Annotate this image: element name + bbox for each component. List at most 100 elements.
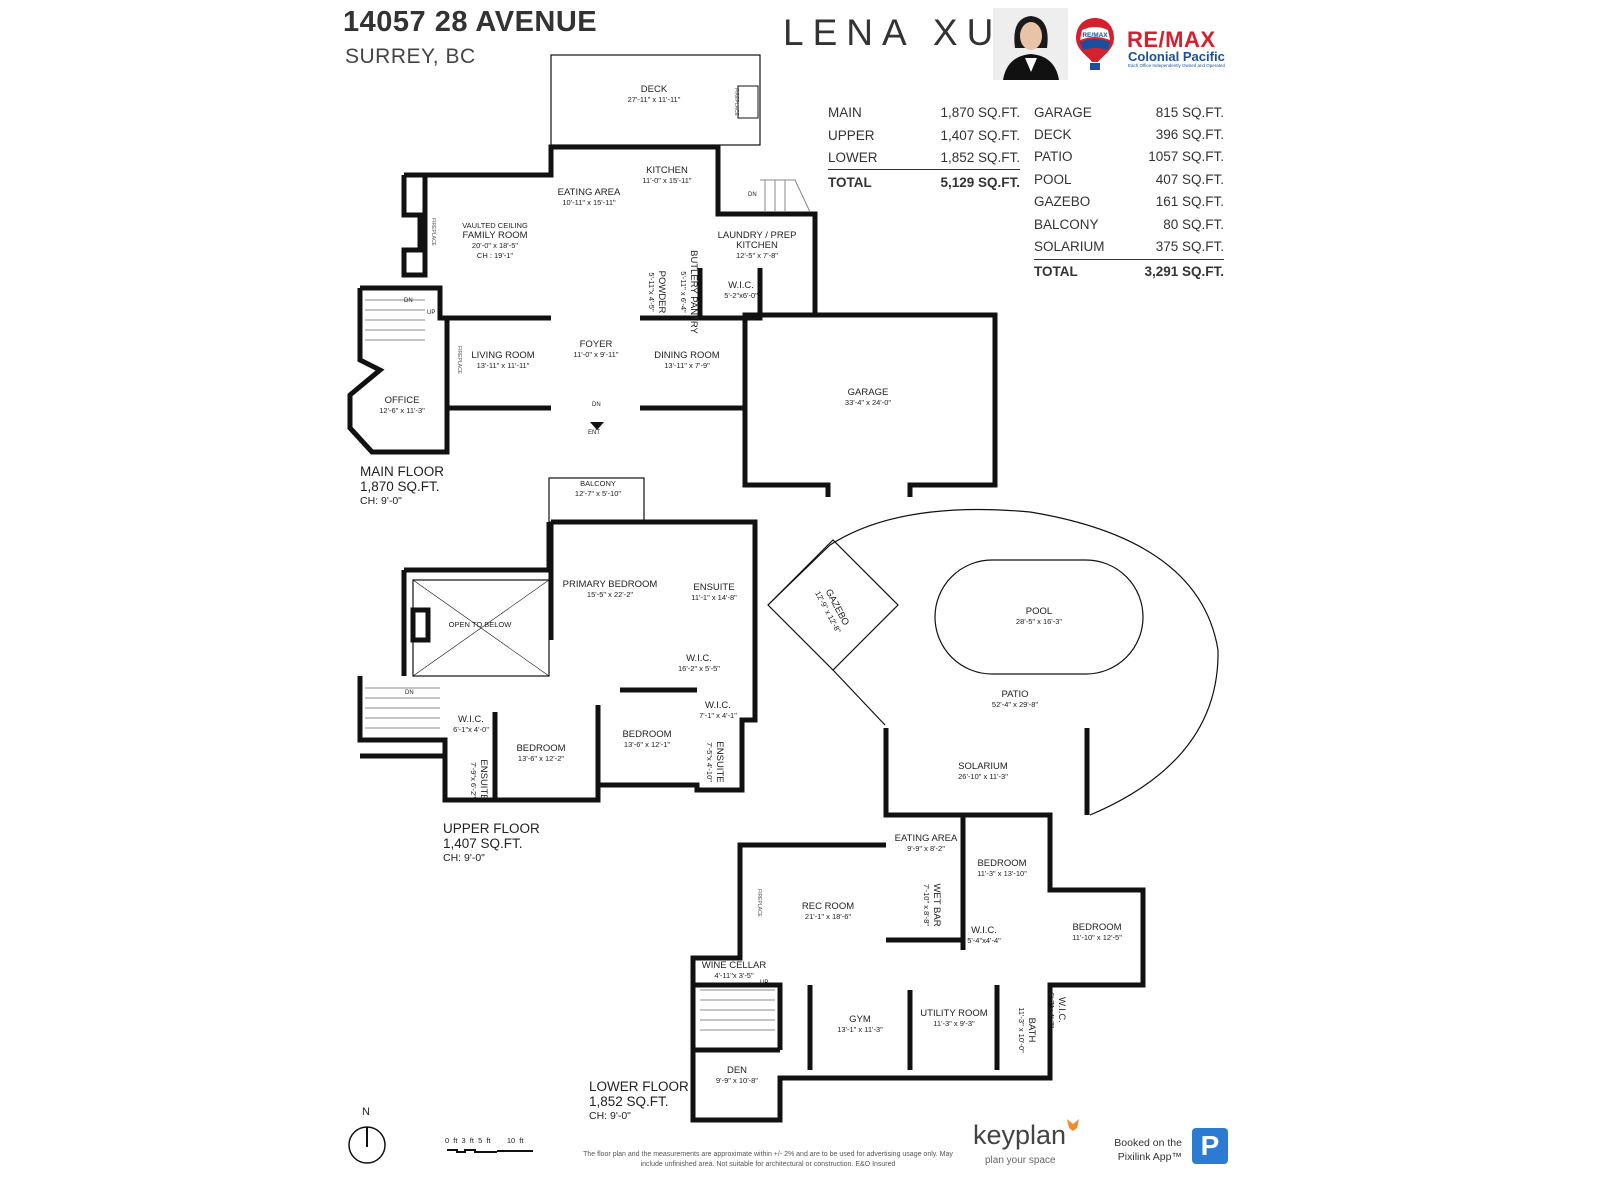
- pixilink-text: Booked on the Pixilink App™: [1114, 1137, 1182, 1163]
- disclaimer: The floor plan and the measurements are …: [583, 1151, 953, 1168]
- area-row: UPPER 1,407 SQ.FT.: [828, 128, 1020, 146]
- agent-photo: [993, 8, 1068, 80]
- walls: [347, 144, 1146, 1123]
- area-value: 375 SQ.FT.: [1155, 239, 1224, 254]
- fireplace-mark: FIREPLACE: [456, 346, 462, 374]
- property-city: SURREY, BC: [345, 45, 476, 68]
- patio-outline: [829, 508, 1219, 816]
- area-label: TOTAL: [828, 175, 872, 190]
- area-value: 407 SQ.FT.: [1155, 172, 1224, 187]
- keyplan-tagline: plan your space: [985, 1155, 1056, 1166]
- area-row: SOLARIUM 375 SQ.FT.: [1034, 239, 1224, 257]
- area-value: 815 SQ.FT.: [1155, 105, 1224, 120]
- area-value: 1,407 SQ.FT.: [940, 128, 1020, 143]
- pool-outline: [934, 559, 1144, 675]
- area-row: DECK 396 SQ.FT.: [1034, 127, 1224, 145]
- up-mark: UP: [760, 980, 769, 986]
- divider: [1034, 259, 1224, 260]
- scale-labels: 0 ft 3 ft 5 ft 10 ft: [445, 1136, 524, 1145]
- room-label: W.I.C.7'-1" x 4'-1": [699, 700, 737, 721]
- up-mark: UP: [427, 310, 436, 316]
- keyplan-fox-icon: [1067, 1119, 1079, 1131]
- brokerage-office: Colonial Pacific: [1128, 49, 1225, 64]
- area-label: SOLARIUM: [1034, 239, 1105, 254]
- fireplace-mark: FIREPLACE: [430, 218, 436, 246]
- property-address: 14057 28 AVENUE: [343, 6, 598, 38]
- dn-mark: DN: [592, 402, 601, 408]
- room-label: OPEN TO BELOW: [448, 620, 512, 629]
- gazebo-outline: [767, 539, 899, 671]
- brokerage-tagline: Each Office Independently Owned and Oper…: [1128, 63, 1225, 68]
- area-value: 396 SQ.FT.: [1155, 127, 1224, 142]
- area-label: LOWER: [828, 150, 878, 165]
- floor-plan-sheet: [330, 0, 1238, 1200]
- fireplace-mark: FIREPLACE: [756, 889, 762, 917]
- patio-edge: [767, 544, 886, 726]
- room-label: W.I.C.16'-2" x 5'-5": [678, 653, 720, 674]
- entry-arrow-icon: [590, 422, 604, 430]
- agent-name: LENA XU: [783, 12, 1003, 53]
- stairs: [365, 179, 811, 1031]
- dn-mark: DN: [405, 690, 414, 696]
- area-value: 3,291 SQ.FT.: [1144, 264, 1224, 279]
- scale-bar: [447, 1149, 533, 1153]
- area-value: 1,852 SQ.FT.: [940, 150, 1020, 165]
- area-label: DECK: [1034, 127, 1072, 142]
- fireplace-outline: [737, 85, 759, 119]
- remax-wordmark: RE/MAX: [1127, 27, 1216, 52]
- fireplace-mark: FIREPLACE: [733, 88, 739, 116]
- divider: [828, 169, 1020, 170]
- room-label: W.I.C.6'-7"x 4'-7": [1047, 992, 1067, 1028]
- area-label: MAIN: [828, 105, 862, 120]
- dn-mark: DN: [748, 192, 757, 198]
- area-row: LOWER 1,852 SQ.FT.: [828, 150, 1020, 168]
- area-label: TOTAL: [1034, 264, 1078, 279]
- north-arrow-icon: [348, 1126, 386, 1164]
- room-label: W.I.C.5'-2"x6'-0": [724, 280, 758, 301]
- entry-mark: ENT: [588, 430, 600, 436]
- area-label: PATIO: [1034, 149, 1073, 164]
- area-label: UPPER: [828, 128, 875, 143]
